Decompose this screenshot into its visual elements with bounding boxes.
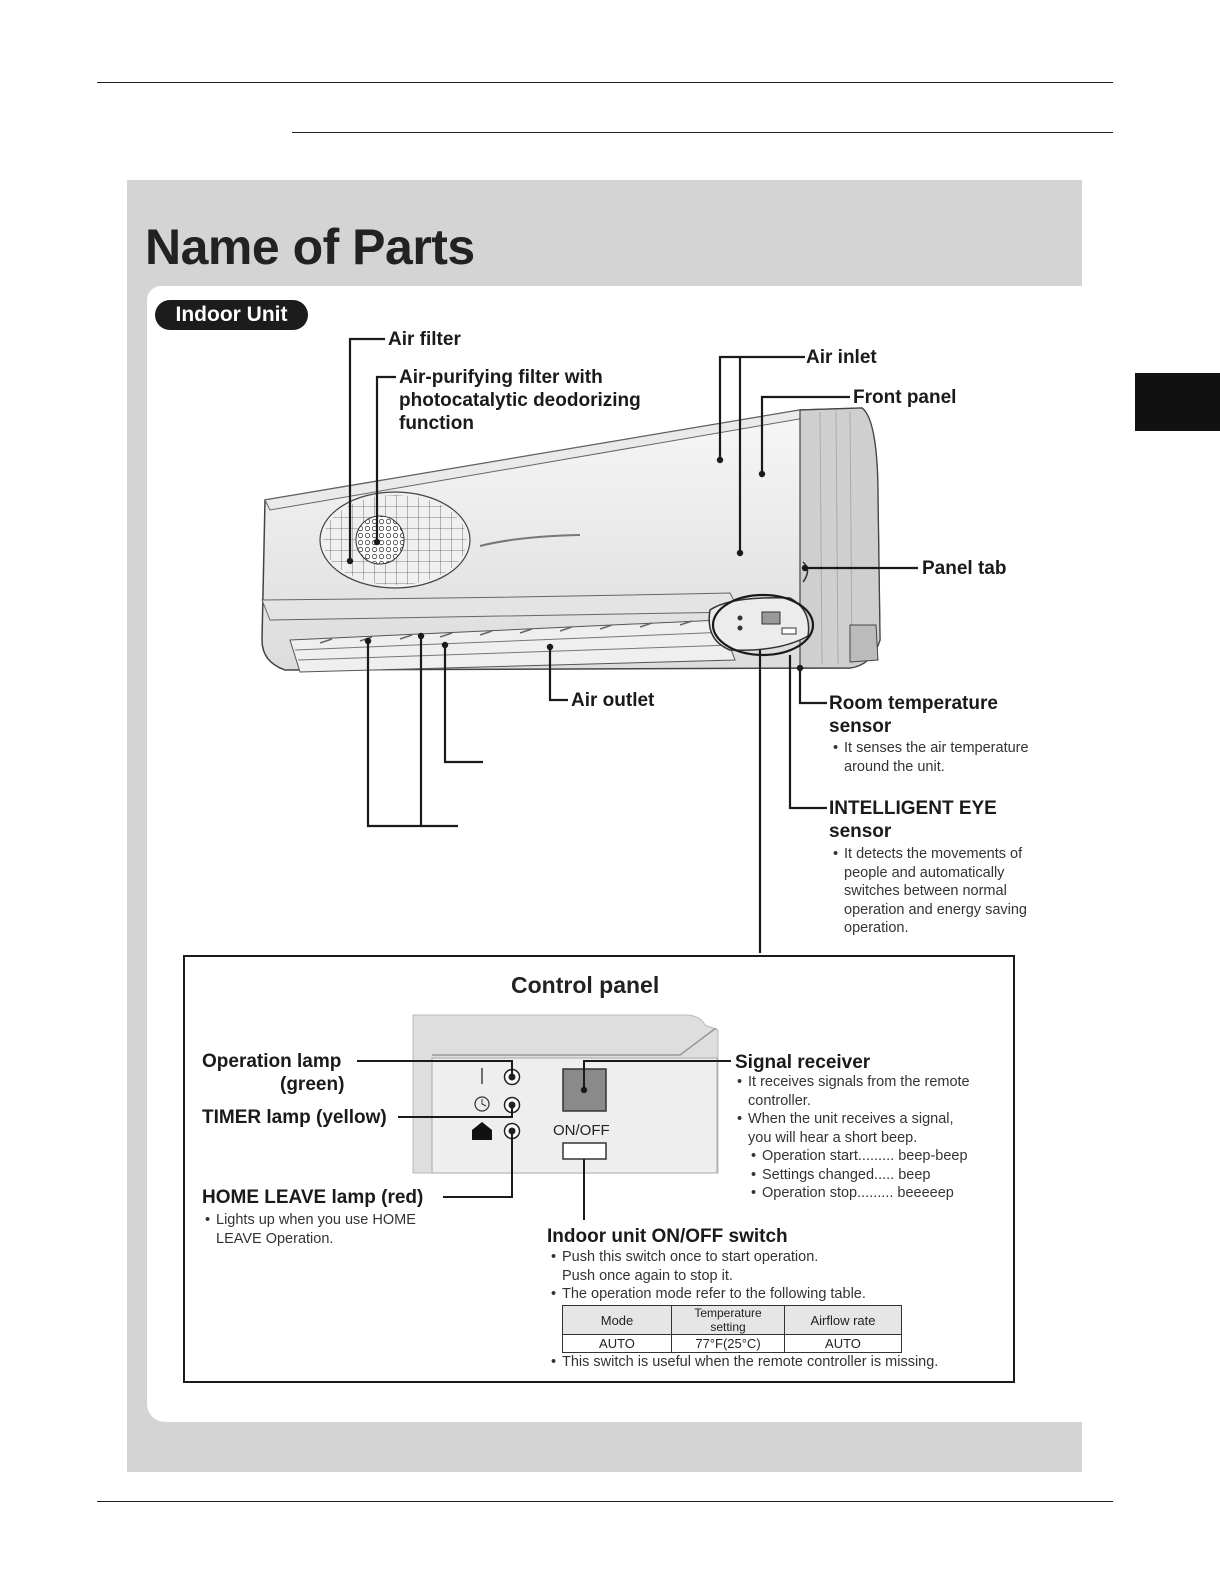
- home-leave-lamp-note: Lights up when you use HOME LEAVE Operat…: [204, 1211, 416, 1248]
- home-leave-lamp-label: HOME LEAVE lamp (red): [202, 1187, 424, 1208]
- onoff-switch-notes: Push this switch once to start operation…: [550, 1248, 866, 1304]
- signal-receiver-label: Signal receiver: [735, 1052, 871, 1073]
- table-cell-temperature: 77°F(25°C): [671, 1334, 785, 1353]
- panel-tab-label: Panel tab: [922, 558, 1007, 579]
- onoff-switch-footnote: This switch is useful when the remote co…: [550, 1353, 938, 1372]
- table-header-mode: Mode: [562, 1305, 672, 1335]
- table-cell-mode: AUTO: [562, 1334, 672, 1353]
- header-rule-top: [97, 82, 1113, 83]
- table-cell-airflow: AUTO: [784, 1334, 902, 1353]
- page-title: Name of Parts: [145, 219, 475, 275]
- table-header-airflow: Airflow rate: [784, 1305, 902, 1335]
- leader-lines: [348, 337, 918, 953]
- footer-rule: [97, 1501, 1113, 1502]
- air-inlet-label: Air inlet: [806, 347, 877, 368]
- beep-pattern-list: Operation start......... beep-beep Setti…: [736, 1147, 968, 1203]
- timer-lamp-label: TIMER lamp (yellow): [202, 1107, 387, 1128]
- room-temperature-sensor-label: Room temperature sensor: [829, 693, 998, 737]
- table-header-temperature: Temperature setting: [671, 1305, 785, 1335]
- intelligent-eye-sensor-note: It detects the movements of people and a…: [832, 845, 1027, 938]
- air-purifying-filter-label: Air-purifying filter with photocatalytic…: [399, 367, 641, 434]
- chapter-tab-marker: [1135, 373, 1220, 431]
- air-outlet-label: Air outlet: [571, 690, 655, 711]
- signal-receiver-notes: It receives signals from the remote cont…: [736, 1073, 970, 1147]
- control-panel-title: Control panel: [511, 972, 660, 998]
- indoor-unit-body: [261, 407, 881, 673]
- header-rule-second: [292, 132, 1113, 133]
- control-panel-box: [183, 955, 1015, 1383]
- section-pill-indoor-unit: Indoor Unit: [155, 300, 308, 330]
- intelligent-eye-sensor-label: INTELLIGENT EYE sensor: [829, 798, 997, 842]
- table-row: AUTO 77°F(25°C) AUTO: [562, 1334, 902, 1353]
- air-filter-label: Air filter: [388, 329, 461, 350]
- onoff-switch-caption: ON/OFF: [553, 1122, 610, 1139]
- operation-lamp-label: Operation lamp (green): [202, 1051, 345, 1095]
- operation-mode-table: Mode Temperature setting Airflow rate AU…: [562, 1305, 902, 1353]
- onoff-switch-label: Indoor unit ON/OFF switch: [547, 1226, 788, 1247]
- table-header-row: Mode Temperature setting Airflow rate: [562, 1305, 902, 1335]
- front-panel-label: Front panel: [853, 387, 957, 408]
- room-temperature-sensor-note: It senses the air temperature around the…: [832, 739, 1029, 776]
